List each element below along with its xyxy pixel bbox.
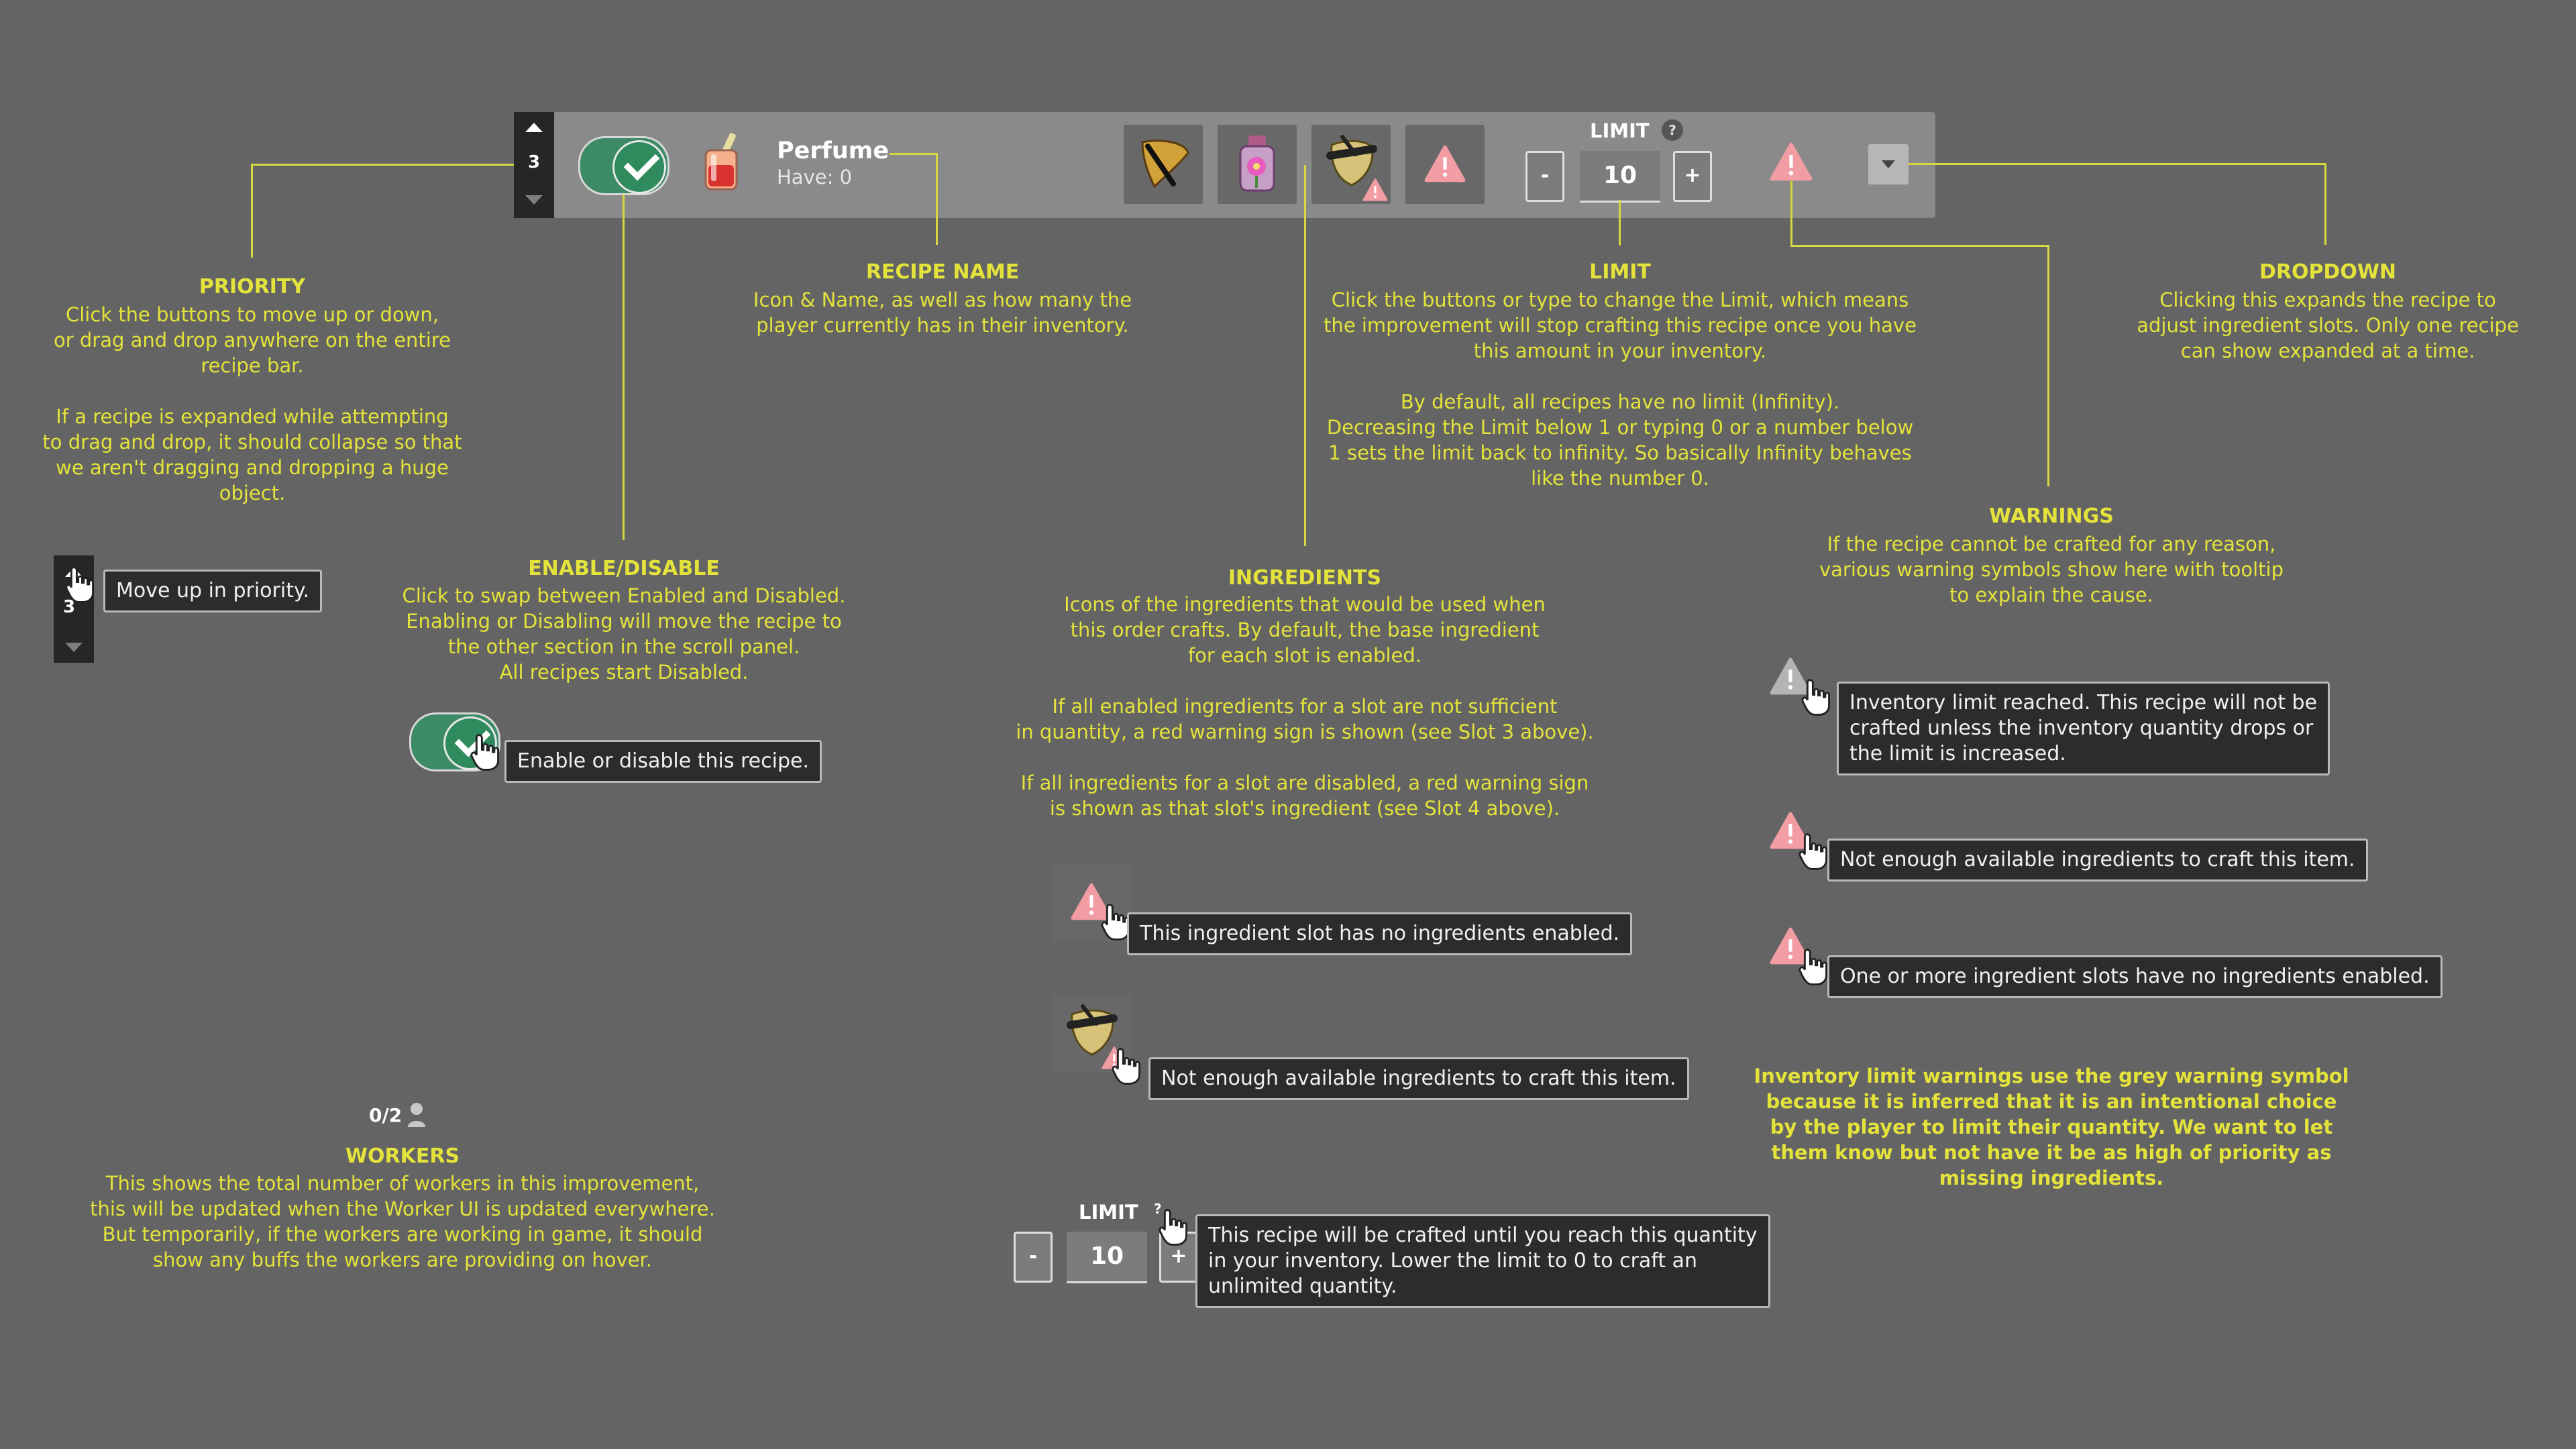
warning-icon[interactable] <box>1770 142 1813 181</box>
tooltip-move-up: Move up in priority. <box>103 570 322 612</box>
cursor-hand-icon <box>1158 1208 1189 1246</box>
limit-increase-button[interactable]: + <box>1673 151 1712 202</box>
enable-toggle[interactable] <box>578 136 669 195</box>
cursor-hand-icon <box>1798 947 1829 986</box>
cursor-hand-icon <box>1111 1046 1142 1085</box>
connector-name-h <box>890 153 936 155</box>
dropdown-button[interactable] <box>1868 144 1909 184</box>
connector-dropdown-v <box>2324 163 2326 245</box>
ingredient-slot-1[interactable] <box>1124 125 1203 204</box>
connector-priority <box>251 164 514 166</box>
enable-text: Click to swap between Enabled and Disabl… <box>402 584 846 684</box>
limit-label: LIMIT <box>1590 119 1650 142</box>
tooltip-not-enough: Not enough available ingredients to craf… <box>1827 839 2368 881</box>
connector-priority-v <box>251 164 253 258</box>
feather-icon <box>1141 140 1189 189</box>
limit-text: Click the buttons or type to change the … <box>1324 288 1917 490</box>
chevron-down-icon <box>65 643 83 652</box>
limit-example-input: 10 <box>1067 1232 1147 1283</box>
priority-down-button[interactable] <box>514 187 554 211</box>
dropdown-title: DROPDOWN <box>2259 260 2397 284</box>
person-icon <box>408 1103 425 1127</box>
workers-count: 0/2 <box>369 1104 402 1126</box>
connector-warnings-h <box>1790 245 2049 247</box>
connector-ingredients <box>1304 165 1306 546</box>
recipe-name-text: Icon & Name, as well as how many the pla… <box>753 288 1132 337</box>
warning-icon <box>1362 178 1388 201</box>
toggle-knob <box>612 140 666 194</box>
recipe-name-title: RECIPE NAME <box>865 260 1020 284</box>
chevron-down-icon <box>525 195 543 205</box>
ingredient-slot-4[interactable] <box>1405 125 1485 204</box>
flower-jar-icon <box>1239 136 1275 192</box>
connector-enable <box>623 195 625 540</box>
ingredients-text: Icons of the ingredients that would be u… <box>1016 593 1594 820</box>
tooltip-no-ingredients: This ingredient slot has no ingredients … <box>1127 912 1633 955</box>
connector-name-v <box>936 153 938 245</box>
priority-up-button[interactable] <box>514 116 554 140</box>
inventory-note: Inventory limit warnings use the grey wa… <box>1754 1065 2349 1189</box>
enable-toggle-example <box>409 712 500 771</box>
connector-limit <box>1619 200 1621 246</box>
limit-help-icon[interactable]: ? <box>1662 119 1683 141</box>
priority-control: 3 <box>514 112 554 218</box>
limit-decrease-button[interactable]: - <box>1525 151 1564 202</box>
limit-title: LIMIT <box>1589 260 1651 284</box>
ingredient-slot-3[interactable] <box>1311 125 1391 204</box>
priority-title: PRIORITY <box>199 275 306 299</box>
dropdown-text: Clicking this expands the recipe to adju… <box>2137 288 2519 362</box>
cursor-hand-icon <box>64 565 95 604</box>
cursor-hand-icon <box>1798 832 1829 871</box>
cursor-hand-icon <box>1801 678 1831 716</box>
priority-example-value: 3 <box>63 597 76 617</box>
tooltip-slots-empty: One or more ingredient slots have no ing… <box>1827 955 2443 998</box>
warnings-title: WARNINGS <box>1989 504 2114 528</box>
tooltip-enable: Enable or disable this recipe. <box>504 740 822 783</box>
connector-warnings-v1 <box>1790 181 1792 246</box>
tooltip-limit: This recipe will be crafted until you re… <box>1195 1214 1770 1308</box>
ingredients-title: INGREDIENTS <box>1228 566 1382 590</box>
recipe-name: Perfume <box>777 138 890 164</box>
mask-icon <box>1326 135 1377 186</box>
mask-icon <box>1067 1004 1118 1056</box>
tooltip-not-enough-slot: Not enough available ingredients to craf… <box>1148 1057 1689 1100</box>
perfume-icon <box>704 133 738 191</box>
dropdown-arrow-icon <box>1882 160 1895 168</box>
cursor-hand-icon <box>470 733 500 771</box>
enable-title: ENABLE/DISABLE <box>528 557 720 580</box>
ingredient-slot-2[interactable] <box>1218 125 1297 204</box>
recipe-have: Have: 0 <box>777 166 853 189</box>
limit-example-help: ? <box>1154 1201 1162 1217</box>
connector-dropdown-h <box>1909 163 2326 165</box>
limit-input[interactable]: 10 <box>1580 151 1660 203</box>
connector-warnings-v2 <box>2047 245 2049 486</box>
limit-example-decrease: - <box>1014 1232 1053 1283</box>
toggle-knob <box>443 716 497 770</box>
priority-value: 3 <box>527 152 541 172</box>
tooltip-inventory-limit: Inventory limit reached. This recipe wil… <box>1837 682 2330 775</box>
warnings-text: If the recipe cannot be crafted for any … <box>1819 533 2284 606</box>
limit-example-label: LIMIT <box>1079 1201 1138 1224</box>
priority-text: Click the buttons to move up or down, or… <box>42 303 462 504</box>
chevron-up-icon <box>525 123 543 132</box>
workers-title: WORKERS <box>345 1144 460 1168</box>
warning-icon <box>1424 145 1466 182</box>
workers-text: This shows the total number of workers i… <box>90 1172 715 1271</box>
